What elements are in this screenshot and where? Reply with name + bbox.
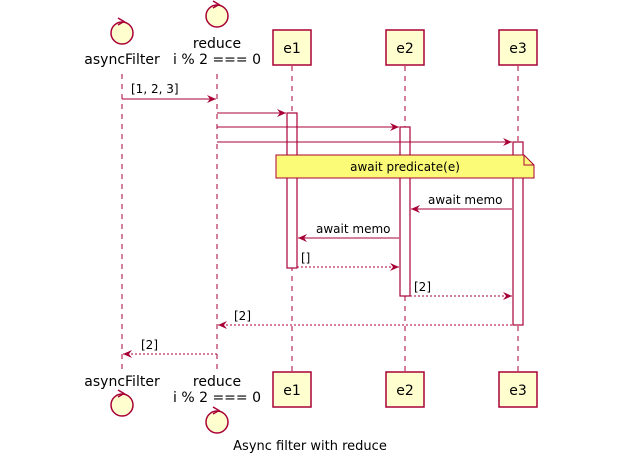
participant-e1-top: e1 (272, 29, 312, 66)
participant-e2-top: e2 (385, 29, 425, 66)
participant-e3-bottom: e3 (498, 371, 538, 408)
participant-label: e1 (283, 383, 301, 399)
participant-e2-bottom: e2 (385, 371, 425, 408)
control-icon (205, 410, 229, 434)
control-arrow-icon (212, 406, 221, 415)
participant-e1-bottom: e1 (272, 371, 312, 408)
participant-asyncfilter-bottom: asyncFilter (84, 374, 160, 417)
participant-label: e2 (396, 41, 414, 57)
participant-box (385, 29, 425, 66)
participant-box (272, 29, 312, 66)
participant-box (385, 371, 425, 408)
return-label-e2: [2] (414, 280, 431, 294)
participant-label: e3 (509, 41, 527, 57)
control-arrow-icon (212, 0, 221, 9)
participant-label-line2: i % 2 === 0 (173, 52, 261, 68)
control-icon (205, 4, 229, 28)
note-text: await predicate(e) (350, 160, 460, 174)
diagram-caption: Async filter with reduce (233, 439, 387, 454)
participant-label: e1 (283, 41, 301, 57)
participant-label: asyncFilter (84, 374, 160, 390)
control-icon (110, 393, 134, 417)
note-box (275, 154, 535, 179)
note: await predicate(e) (275, 154, 535, 179)
note-fold (523, 155, 534, 166)
participant-asyncfilter-top: asyncFilter (84, 17, 160, 68)
activation-e2 (399, 126, 411, 297)
participant-reduce-bottom: reduce i % 2 === 0 (173, 374, 261, 434)
return-label-reduce: [2] (141, 338, 158, 352)
activation-e1 (286, 112, 298, 269)
message-label-memo-e2: await memo (316, 222, 390, 236)
control-arrow-icon (117, 389, 126, 398)
return-label-e3: [2] (234, 309, 251, 323)
control-icon (110, 21, 134, 45)
participant-box (498, 371, 538, 408)
participant-box (272, 371, 312, 408)
participant-label-line2: i % 2 === 0 (173, 390, 261, 406)
participant-label: e3 (509, 383, 527, 399)
participant-e3-top: e3 (498, 29, 538, 66)
message-label-1: [1, 2, 3] (131, 82, 179, 96)
participant-label-line1: reduce (193, 374, 241, 390)
participant-box (498, 29, 538, 66)
activation-e3 (512, 141, 524, 326)
lifelines (121, 66, 519, 374)
message-label-memo-e3: await memo (428, 193, 502, 207)
return-label-e1: [] (301, 251, 310, 265)
participant-label: e2 (396, 383, 414, 399)
participant-label-line1: reduce (193, 36, 241, 52)
participant-label: asyncFilter (84, 52, 160, 68)
control-arrow-icon (117, 17, 126, 26)
participant-reduce-top: reduce i % 2 === 0 (173, 0, 261, 68)
